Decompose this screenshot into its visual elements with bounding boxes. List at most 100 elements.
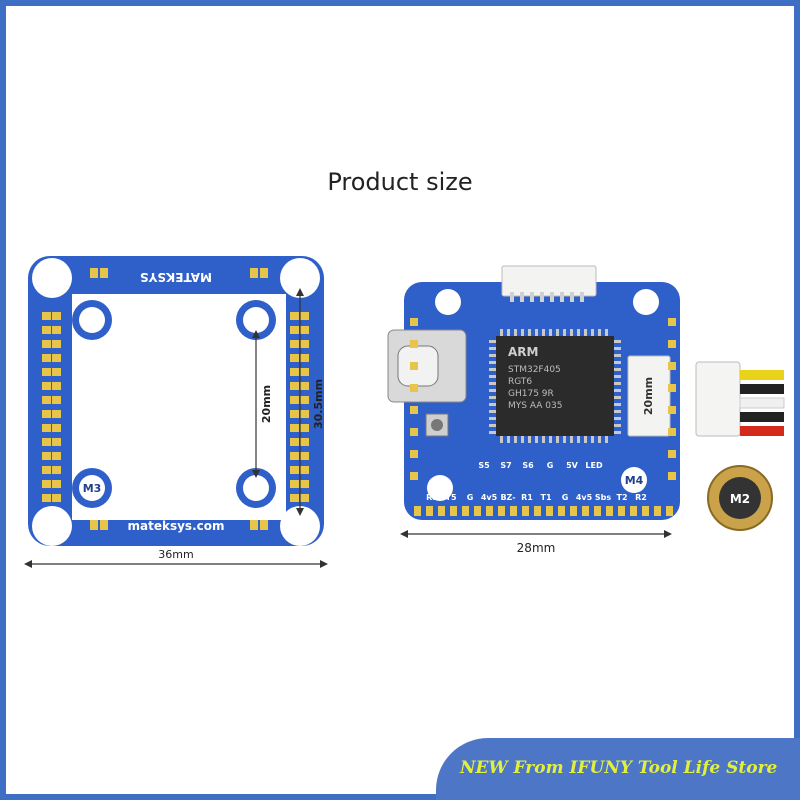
pad [300,312,309,320]
connector-pin [580,292,584,302]
pad [300,452,309,460]
pad-label: T1 [540,493,551,502]
pad-label: G [547,461,554,470]
side-connector [627,355,671,437]
pad [52,368,61,376]
chip-pin [591,329,594,337]
pad [52,494,61,502]
chip-pin [489,382,497,385]
pad-label: LED [585,461,603,470]
pad [546,506,553,516]
pad [668,340,676,348]
chip-pin [613,347,621,350]
pad [300,466,309,474]
pad [668,406,676,414]
pad [668,362,676,370]
store-banner [436,738,800,800]
pad [52,452,61,460]
mount-hole [243,475,269,501]
pad [290,340,299,348]
chip-pin [577,329,580,337]
pad-label: S7 [500,461,511,470]
chip-pin [613,424,621,427]
chip-pin [549,435,552,443]
pad [300,438,309,446]
pad [654,506,661,516]
chip-pin [489,361,497,364]
chip-pin [563,435,566,443]
pad [52,480,61,488]
chip-pin [556,435,559,443]
pad [522,506,529,516]
store-banner-text: NEW From IFUNY Tool Life Store [460,758,778,778]
pad [260,520,268,530]
chip-pin [605,329,608,337]
mount-hole [427,475,453,501]
mount-hole [435,289,461,315]
pad [42,452,51,460]
chip-pin [613,340,621,343]
pad [290,354,299,362]
cable-plug [695,361,741,437]
pad [290,438,299,446]
mount-hole [79,307,105,333]
chip-pin [489,417,497,420]
mount-hole [280,506,320,546]
pad [300,396,309,404]
chip-pin [521,435,524,443]
chip-pin [591,435,594,443]
pad [42,396,51,404]
pad [410,450,418,458]
pad-label: 5V [566,461,579,470]
pad-label: 4v5 [481,493,498,502]
pad [300,410,309,418]
pad [52,466,61,474]
pad [486,506,493,516]
pad [290,396,299,404]
chip-pin [605,435,608,443]
connector-pin [540,292,544,302]
pad [250,520,258,530]
pad-label: BZ- [500,493,515,502]
chip-line-4: MYS AA 035 [508,401,562,411]
top-connector [501,265,597,297]
dim-label-28mm: 28mm [517,541,556,555]
chip-line-1: STM32F405 [508,365,561,375]
pad [450,506,457,516]
pad [300,326,309,334]
mcu-chip [496,336,614,436]
pad [42,466,51,474]
chip-pin [613,396,621,399]
chip-pin [563,329,566,337]
pad [438,506,445,516]
pad [42,326,51,334]
pad [410,384,418,392]
pad [630,506,637,516]
pad [290,312,299,320]
left-board-pads [42,268,309,530]
pad [290,326,299,334]
pad [498,506,505,516]
chip-pin [489,431,497,434]
chip-pin [613,382,621,385]
mcu-pins [489,329,621,443]
chip-pin [613,361,621,364]
pad [618,506,625,516]
mount-hole [621,467,647,493]
page-title: Product size [327,168,473,196]
pad [570,506,577,516]
pad [290,466,299,474]
pad [534,506,541,516]
pad [42,424,51,432]
pad [410,362,418,370]
pad [290,368,299,376]
chip-pin [489,424,497,427]
pad [52,354,61,362]
pad [100,268,108,278]
chip-pin [613,389,621,392]
pad [426,506,433,516]
pad [52,410,61,418]
chip-pin [577,435,580,443]
chip-pin [613,410,621,413]
pad [290,480,299,488]
